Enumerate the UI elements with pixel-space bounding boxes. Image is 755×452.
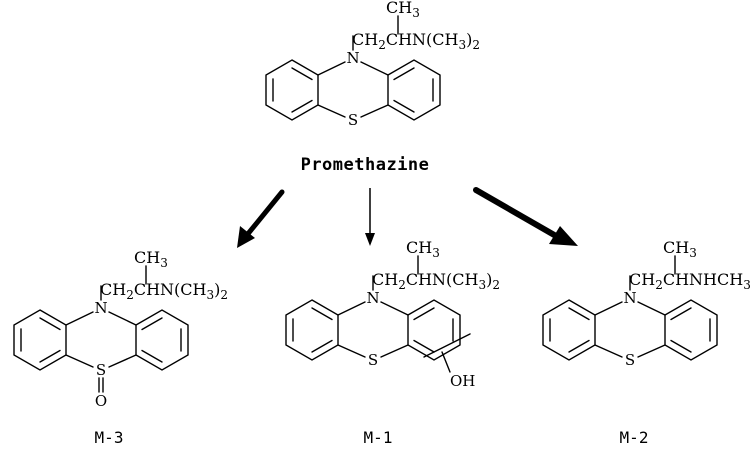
promethazine-structure: N S CH2CHN(CH3)2 CH3 <box>265 0 480 129</box>
side-chain-methyl: CH3 <box>406 238 440 260</box>
hydroxyl-group: OH <box>450 372 475 390</box>
arrow-to-m1 <box>365 188 375 246</box>
side-chain-methyl: CH3 <box>386 0 420 20</box>
m2-label: M-2 <box>620 428 649 447</box>
ring-atom-n: N <box>94 299 107 317</box>
m3-structure: N S O CH2CHN(CH3)2 CH3 <box>13 248 228 410</box>
parent-compound-name: Promethazine <box>301 155 430 175</box>
ring-atom-n: N <box>346 49 359 67</box>
side-chain-methyl: CH3 <box>134 248 168 270</box>
ring-atom-n: N <box>366 289 379 307</box>
ring-atom-s: S <box>96 361 106 379</box>
ring-atom-n: N <box>623 289 636 307</box>
m2-structure: N S CH2CHNHCH3 CH3 <box>542 238 751 369</box>
m1-structure: N S OH CH2CHN(CH3)2 CH3 <box>285 238 500 390</box>
arrow-to-m3 <box>237 189 285 248</box>
side-chain-main: CH2CHN(CH3)2 <box>352 30 480 52</box>
m3-label: M-3 <box>95 428 124 447</box>
side-chain-main: CH2CHN(CH3)2 <box>372 270 500 292</box>
side-chain-main: CH2CHNHCH3 <box>629 270 751 292</box>
ring-atom-s: S <box>348 111 358 129</box>
ring-atom-s: S <box>368 351 378 369</box>
arrow-to-m2 <box>473 187 578 246</box>
sulfoxide-oxygen: O <box>95 392 107 410</box>
side-chain-main: CH2CHN(CH3)2 <box>100 280 228 302</box>
ring-atom-s: S <box>625 351 635 369</box>
side-chain-methyl: CH3 <box>663 238 697 260</box>
m1-label: M-1 <box>364 428 393 447</box>
